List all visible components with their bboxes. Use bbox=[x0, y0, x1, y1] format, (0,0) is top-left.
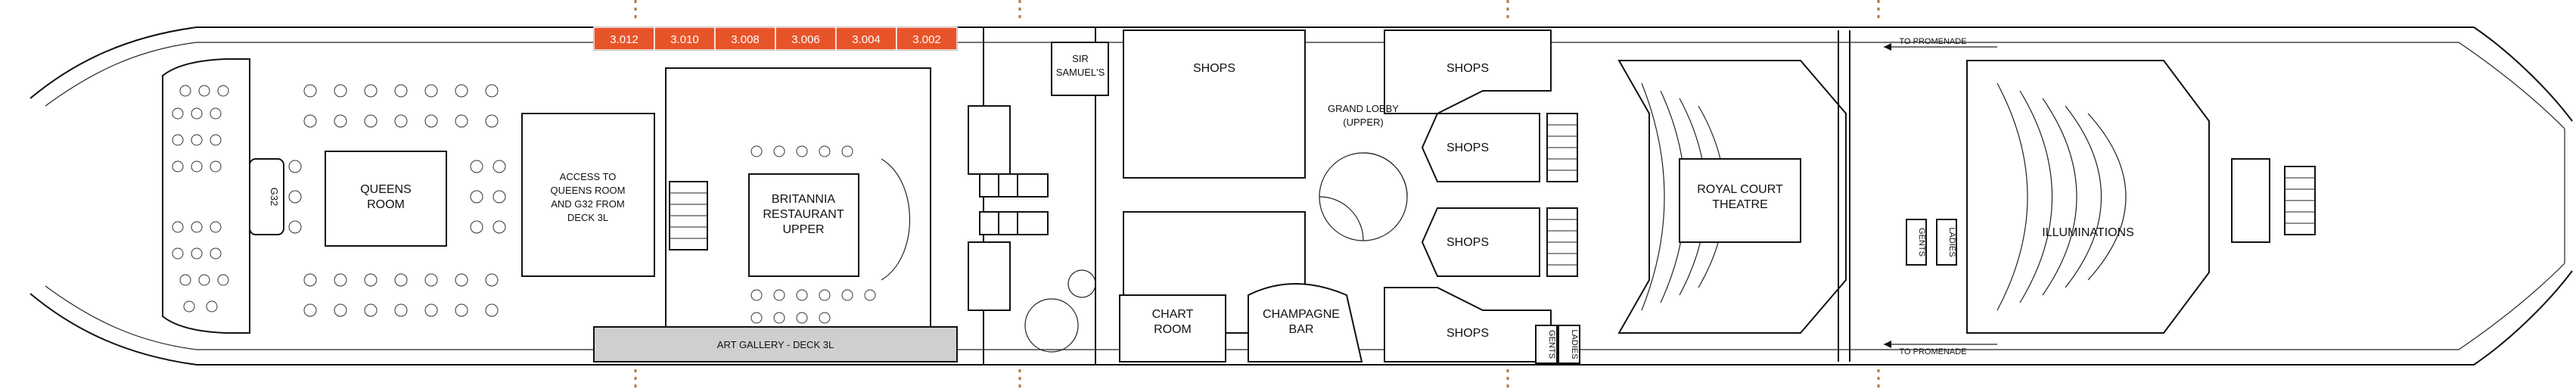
shops-label-5: SHOPS bbox=[1446, 327, 1489, 340]
to-promenade-label-top: TO PROMENADE bbox=[1899, 37, 1966, 46]
to-promenade-label-bottom: TO PROMENADE bbox=[1899, 347, 1966, 356]
stateroom-number: 3.002 bbox=[912, 33, 941, 46]
illuminations-label: ILLUMINATIONS bbox=[2042, 226, 2134, 239]
stairs-midship bbox=[1546, 113, 1578, 277]
lift-bank-aft bbox=[968, 105, 1049, 311]
art-gallery: ART GALLERY - DECK 3L bbox=[593, 326, 958, 362]
queens-room-label: QUEENS bbox=[360, 183, 412, 196]
gents-label-2: GENTS bbox=[1917, 228, 1926, 257]
stateroom-3.012 bbox=[593, 26, 655, 51]
britannia-label-line2: RESTAURANT bbox=[763, 208, 844, 221]
britannia-restaurant: BRITANNIA RESTAURANT UPPER bbox=[665, 67, 931, 330]
sir-samuels-label-line2: SAMUEL'S bbox=[1056, 67, 1105, 78]
stateroom-number: 3.004 bbox=[852, 33, 881, 46]
sir-samuels-label: SIR bbox=[1072, 53, 1089, 64]
stateroom-number: 3.012 bbox=[610, 33, 639, 46]
stateroom-number: 3.010 bbox=[670, 33, 699, 46]
britannia-label: BRITANNIA bbox=[772, 193, 835, 206]
shops-label-2: SHOPS bbox=[1446, 62, 1489, 75]
access-label-line3: AND G32 FROM bbox=[551, 198, 625, 210]
britannia-label-line3: UPPER bbox=[782, 223, 824, 236]
grand-lobby-label: GRAND LOBBY bbox=[1328, 103, 1399, 114]
royal-court-theatre: ROYAL COURT THEATRE bbox=[1617, 60, 1847, 334]
grand-lobby: GRAND LOBBY (UPPER) bbox=[1319, 103, 1408, 241]
chart-room: CHART ROOM bbox=[1024, 269, 1226, 362]
forward-separator bbox=[1838, 30, 1850, 362]
ladies-label-2: LADIES bbox=[1947, 227, 1956, 257]
stateroom-number: 3.006 bbox=[791, 33, 820, 46]
royal-court-label-line2: THEATRE bbox=[1712, 198, 1767, 211]
royal-court-label: ROYAL COURT bbox=[1697, 183, 1783, 196]
art-gallery-label: ART GALLERY - DECK 3L bbox=[717, 339, 834, 350]
stateroom-3.002 bbox=[896, 26, 958, 51]
bow-stairs bbox=[2284, 166, 2316, 235]
sir-samuels: SIR SAMUEL'S bbox=[1051, 42, 1109, 96]
restrooms-fwd: GENTS LADIES bbox=[1906, 219, 1957, 266]
access-label-line4: DECK 3L bbox=[567, 212, 608, 223]
promenade-signs: TO PROMENADE TO PROMENADE bbox=[1884, 37, 1997, 356]
stateroom-number: 3.008 bbox=[731, 33, 760, 46]
restrooms-forward: LADIES GENTS bbox=[1535, 325, 1580, 364]
shops-label-3: SHOPS bbox=[1446, 142, 1489, 154]
queens-room-label-line2: ROOM bbox=[367, 198, 405, 211]
gents-label-1: GENTS bbox=[1547, 330, 1556, 359]
illuminations: ILLUMINATIONS bbox=[1966, 60, 2270, 334]
champagne-bar: CHAMPAGNE BAR bbox=[1248, 283, 1363, 362]
shops-label-1: SHOPS bbox=[1193, 62, 1235, 75]
grand-lobby-label-line2: (UPPER) bbox=[1343, 117, 1383, 128]
champagne-bar-label-line2: BAR bbox=[1289, 323, 1314, 336]
hull-outline bbox=[30, 26, 2573, 366]
stateroom-3.010 bbox=[654, 26, 716, 51]
stern-lounge: G32 QUEENS ROOM bbox=[162, 58, 506, 334]
ladies-label-1: LADIES bbox=[1570, 329, 1579, 359]
chart-room-label-line2: ROOM bbox=[1154, 323, 1192, 336]
g32-label: G32 bbox=[269, 188, 280, 207]
access-label: ACCESS TO bbox=[560, 171, 617, 182]
staterooms: 3.012 3.010 3.008 3.006 3.004 3.002 bbox=[593, 26, 958, 51]
champagne-bar-label: CHAMPAGNE bbox=[1263, 308, 1340, 321]
access-label-line2: QUEENS ROOM bbox=[551, 185, 626, 196]
shops-label-4: SHOPS bbox=[1446, 236, 1489, 249]
chart-room-label: CHART bbox=[1152, 308, 1194, 321]
access-area: ACCESS TO QUEENS ROOM AND G32 FROM DECK … bbox=[521, 113, 655, 277]
